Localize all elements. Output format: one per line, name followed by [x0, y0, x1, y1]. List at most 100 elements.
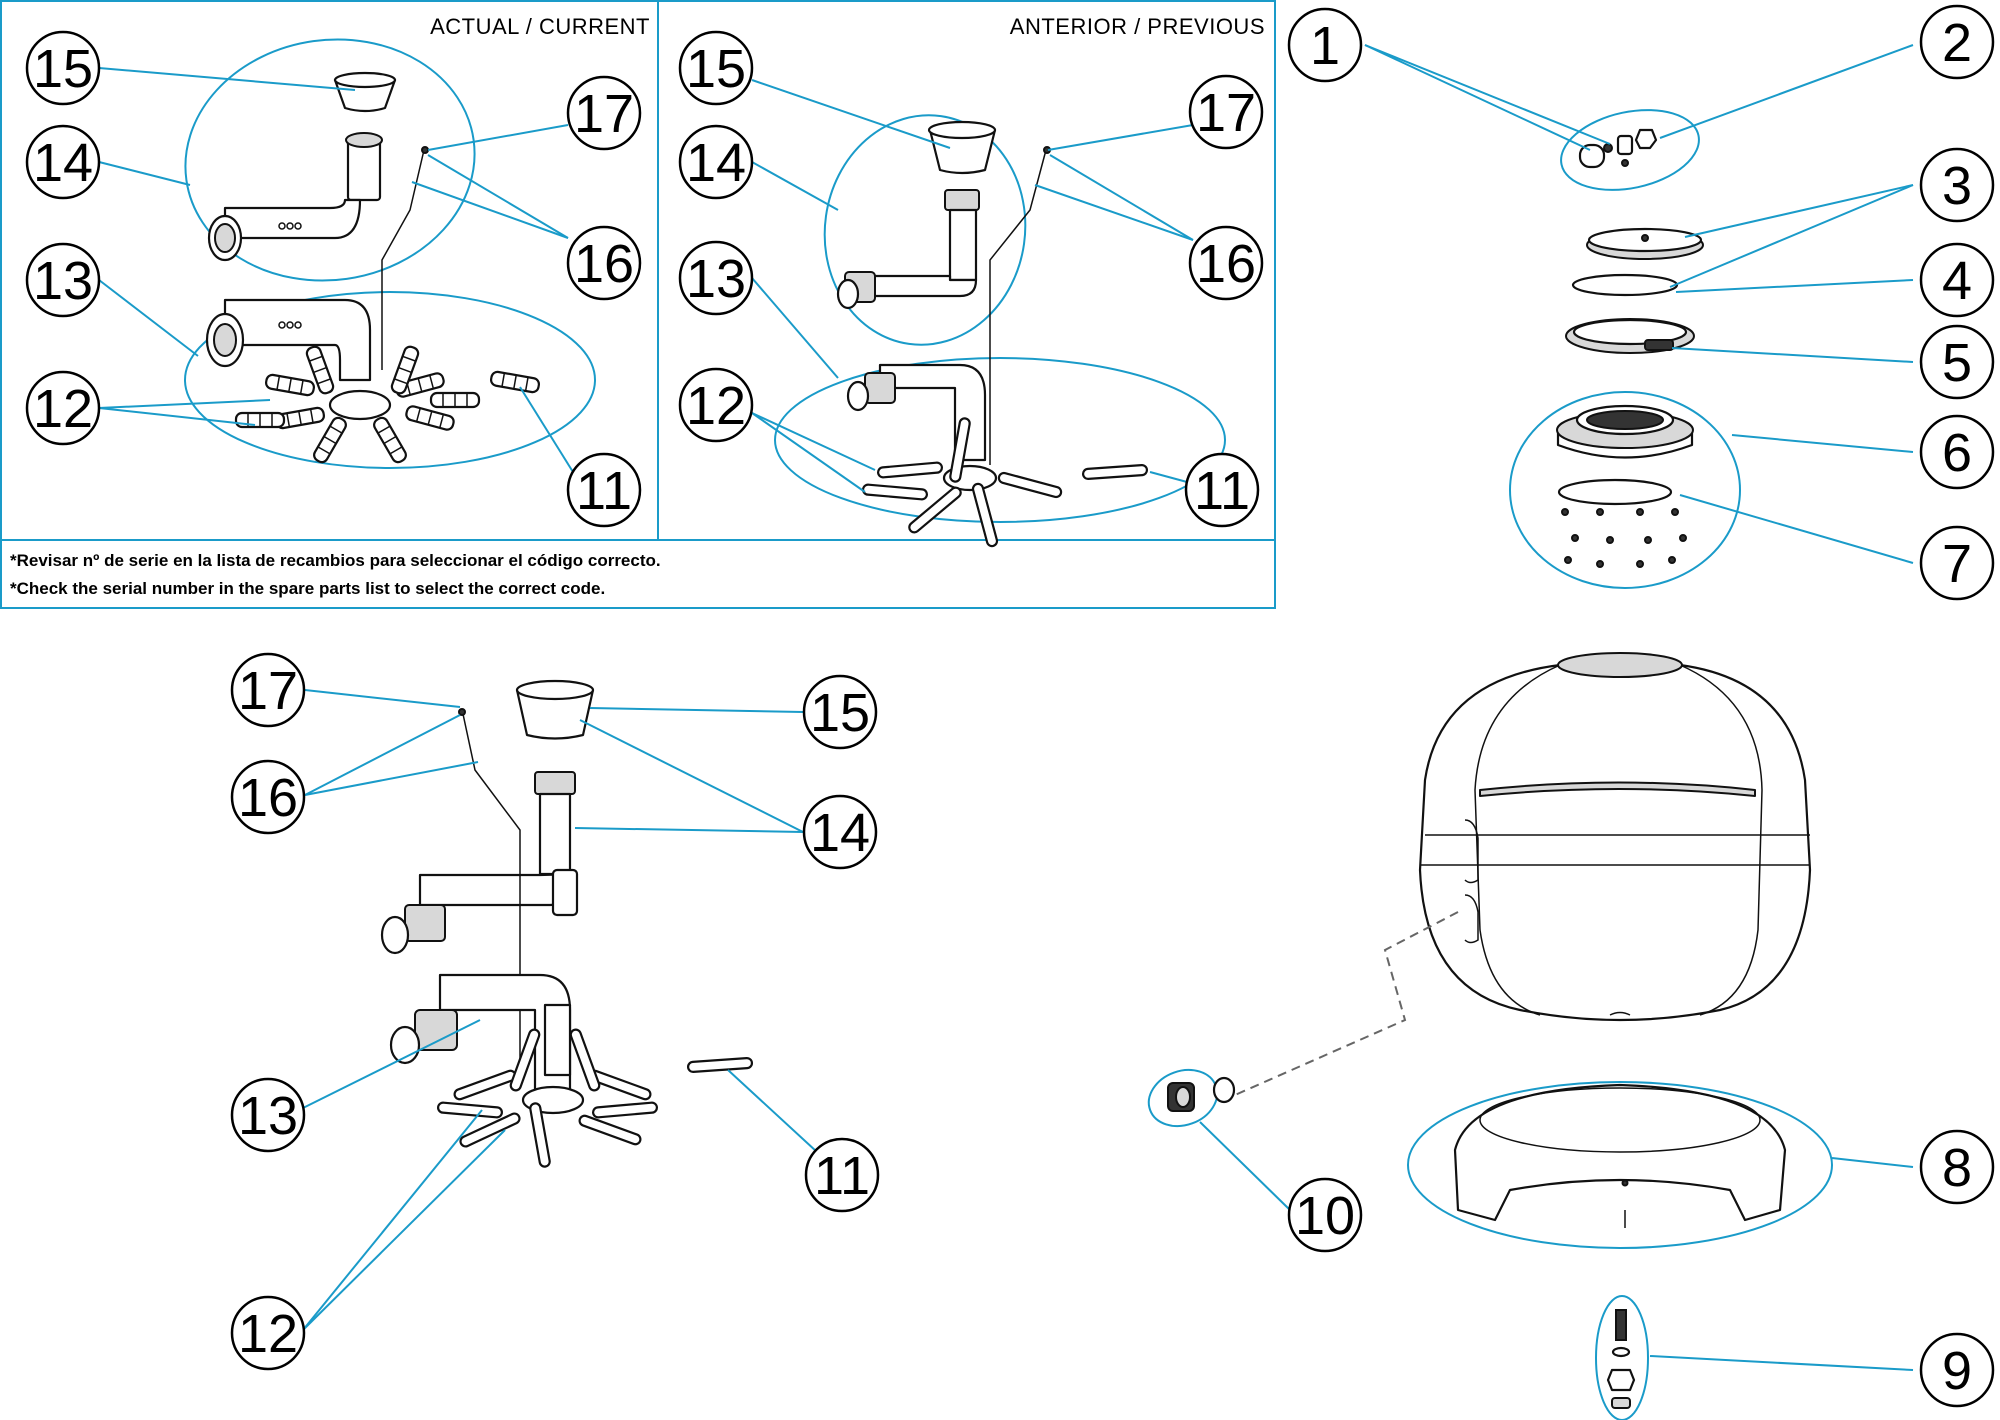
- callout-14: 14: [802, 794, 878, 870]
- svg-text:10: 10: [1295, 1186, 1355, 1246]
- callout-17: 17: [566, 75, 642, 151]
- callout-12: 12: [230, 1295, 306, 1371]
- svg-text:15: 15: [33, 39, 93, 99]
- svg-text:8: 8: [1942, 1138, 1972, 1198]
- callout-16: 16: [566, 225, 642, 301]
- svg-text:11: 11: [814, 1146, 870, 1206]
- callout-15: 15: [802, 674, 878, 750]
- filter-cover: [1586, 227, 1704, 260]
- svg-text:1: 1: [1310, 16, 1340, 76]
- callout-11: 11: [566, 452, 642, 528]
- svg-text:15: 15: [686, 39, 746, 99]
- single-lateral: [1081, 463, 1149, 481]
- callout-9: 9: [1919, 1332, 1995, 1408]
- neck-screws: [1561, 508, 1687, 568]
- laterals-hub: [436, 1027, 659, 1169]
- callout-13: 13: [25, 242, 101, 318]
- callout-17: 17: [230, 652, 306, 728]
- air-purge-tube: [462, 713, 521, 1075]
- svg-text:6: 6: [1942, 423, 1972, 483]
- svg-text:11: 11: [1194, 461, 1250, 521]
- svg-text:12: 12: [33, 379, 93, 439]
- callout-14: 14: [25, 124, 101, 200]
- callout-13: 13: [678, 240, 754, 316]
- svg-text:5: 5: [1942, 333, 1972, 393]
- lower-collector-pipe: [205, 298, 372, 382]
- air-tube-tip: [458, 708, 466, 716]
- callout-10: 10: [1287, 1177, 1363, 1253]
- callout-11: 11: [1184, 452, 1260, 528]
- svg-text:12: 12: [238, 1304, 298, 1364]
- callout-17: 17: [1188, 74, 1264, 150]
- callout-11: 11: [804, 1137, 880, 1213]
- svg-text:15: 15: [810, 683, 870, 743]
- svg-text:11: 11: [576, 461, 632, 521]
- cover-clamp: [1565, 318, 1695, 354]
- callout-12: 12: [25, 370, 101, 446]
- lateral-assembly: [302, 679, 843, 1331]
- header-current: ACTUAL / CURRENT: [430, 14, 650, 39]
- lower-collector-pipe: [389, 973, 572, 1092]
- diffuser-funnel: [927, 120, 997, 175]
- svg-text:13: 13: [686, 249, 746, 309]
- note-spanish: *Revisar nº de serie en la lista de reca…: [10, 551, 661, 570]
- callout-6: 6: [1919, 414, 1995, 490]
- callout-12: 12: [678, 367, 754, 443]
- filter-neck-flange: [1556, 404, 1694, 459]
- svg-text:3: 3: [1942, 156, 1972, 216]
- svg-text:16: 16: [1196, 234, 1256, 294]
- cover-o-ring: [1571, 273, 1679, 297]
- current-panel: [98, 38, 596, 473]
- exploded-filter: [1147, 44, 1914, 1420]
- drain-fitting: [1167, 1076, 1236, 1112]
- svg-text:13: 13: [33, 251, 93, 311]
- callout-4: 4: [1919, 242, 1995, 318]
- svg-text:12: 12: [686, 376, 746, 436]
- callout-1: 1: [1287, 7, 1363, 83]
- air-tube-tip: [421, 146, 429, 154]
- pressure-gauge-fittings: [1578, 128, 1658, 169]
- drain-plug: [1606, 1309, 1636, 1409]
- svg-text:2: 2: [1942, 13, 1972, 73]
- air-purge-tube: [989, 149, 1047, 465]
- svg-text:14: 14: [686, 133, 746, 193]
- laterals-hub: [234, 343, 481, 466]
- svg-text:17: 17: [1196, 83, 1256, 143]
- callout-7: 7: [1919, 525, 1995, 601]
- svg-text:4: 4: [1942, 251, 1972, 311]
- callout-2: 2: [1919, 4, 1995, 80]
- callout-16: 16: [230, 759, 306, 835]
- callout-15: 15: [25, 30, 101, 106]
- collector-elbow-pipe: [836, 189, 980, 310]
- svg-text:17: 17: [238, 661, 298, 721]
- svg-text:16: 16: [238, 768, 298, 828]
- diffuser-funnel: [515, 679, 595, 740]
- air-purge-tube: [381, 149, 425, 370]
- callout-8: 8: [1919, 1129, 1995, 1205]
- callout-15: 15: [678, 30, 754, 106]
- svg-text:14: 14: [810, 803, 870, 863]
- laterals-hub: [861, 416, 1064, 549]
- single-lateral: [686, 1056, 754, 1074]
- svg-text:7: 7: [1942, 534, 1972, 594]
- callout-3: 3: [1919, 147, 1995, 223]
- collector-elbow-pipe: [207, 132, 383, 262]
- svg-text:17: 17: [574, 84, 634, 144]
- diffuser-funnel: [333, 71, 397, 113]
- filter-base: [1453, 1083, 1787, 1228]
- callout-5: 5: [1919, 324, 1995, 400]
- callout-14: 14: [678, 124, 754, 200]
- svg-text:16: 16: [574, 234, 634, 294]
- single-lateral: [489, 369, 541, 395]
- note-english: *Check the serial number in the spare pa…: [10, 579, 605, 598]
- svg-text:9: 9: [1942, 1341, 1972, 1401]
- previous-panel: [751, 79, 1226, 549]
- header-previous: ANTERIOR / PREVIOUS: [1010, 14, 1265, 39]
- svg-text:14: 14: [33, 133, 93, 193]
- filter-tank: [1418, 652, 1812, 1022]
- tank-drain-dashed-line: [1234, 911, 1459, 1096]
- comparison-box: [0, 0, 1276, 609]
- neck-o-ring: [1557, 478, 1673, 506]
- callout-13: 13: [230, 1077, 306, 1153]
